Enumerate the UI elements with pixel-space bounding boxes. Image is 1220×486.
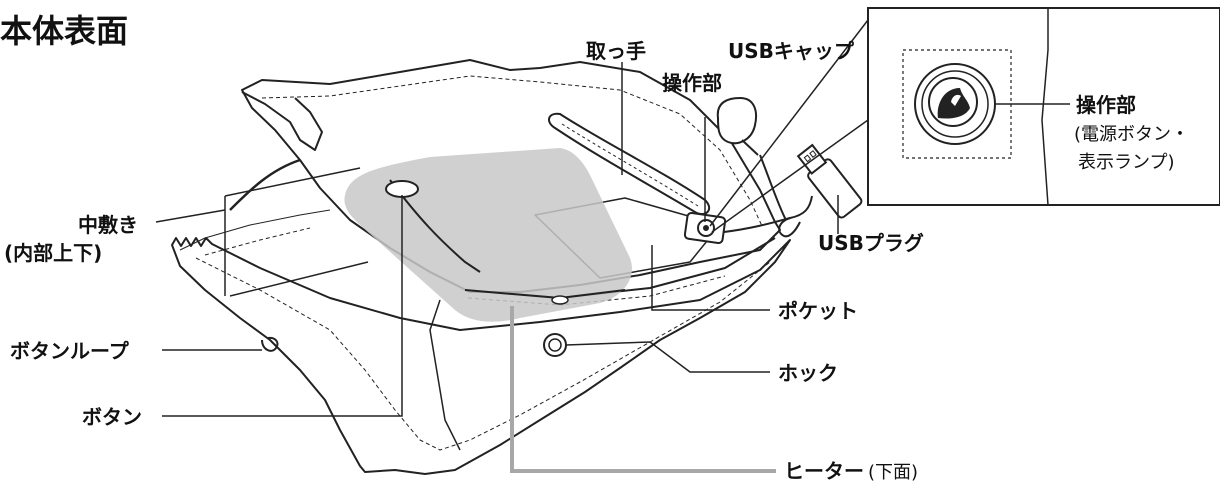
flap-fold [241, 91, 323, 151]
zoom-inset [867, 7, 1220, 206]
leader-hook [565, 341, 770, 373]
label-mat-note: (内部上下) [4, 241, 102, 265]
label-control-unit: 操作部 [662, 71, 722, 95]
mat-line-lower [229, 261, 369, 297]
zoom-leader-1 [709, 19, 869, 227]
bottom-pad-outline [171, 237, 791, 475]
button-loop-shape [261, 336, 279, 352]
leaders [155, 62, 1070, 417]
handle-slot-inner [561, 123, 699, 207]
mat-line-upper [224, 167, 361, 197]
button-shape [385, 180, 419, 198]
diagram-title: 本体表面 [0, 12, 128, 50]
label-mat: 中敷き [78, 213, 138, 237]
zoom-leader-2 [711, 119, 869, 233]
mat-inner-left [179, 209, 331, 251]
pad-fold [429, 299, 461, 451]
label-hook: ホック [778, 361, 838, 385]
leader-mat [155, 209, 226, 223]
leader-pocket [651, 245, 770, 311]
label-heater: ヒーター [784, 459, 864, 483]
label-heater-note: (下面) [868, 462, 918, 483]
usb-cable [723, 154, 813, 238]
heater-area [344, 148, 632, 322]
label-handle: 取っ手 [586, 39, 646, 63]
label-control-detail-1: (電源ボタン・ [1074, 124, 1189, 145]
usb-cap-shape [716, 96, 759, 156]
leader-button [162, 195, 403, 417]
label-control-zoom: 操作部 [1076, 93, 1136, 117]
label-button: ボタン [82, 405, 142, 429]
leader-heater [510, 306, 776, 473]
mat-edge [229, 158, 301, 211]
label-button-loop: ボタンループ [10, 339, 130, 363]
label-pocket: ポケット [778, 299, 858, 323]
label-usb-plug: USBプラグ [818, 231, 924, 255]
label-control-detail-2: 表示ランプ) [1078, 152, 1174, 173]
label-usb-cap: USBキャップ [728, 39, 855, 63]
usb-plug-shape [796, 143, 863, 219]
mat-inner-stitch [204, 227, 311, 256]
top-flap-stitch [261, 75, 763, 227]
